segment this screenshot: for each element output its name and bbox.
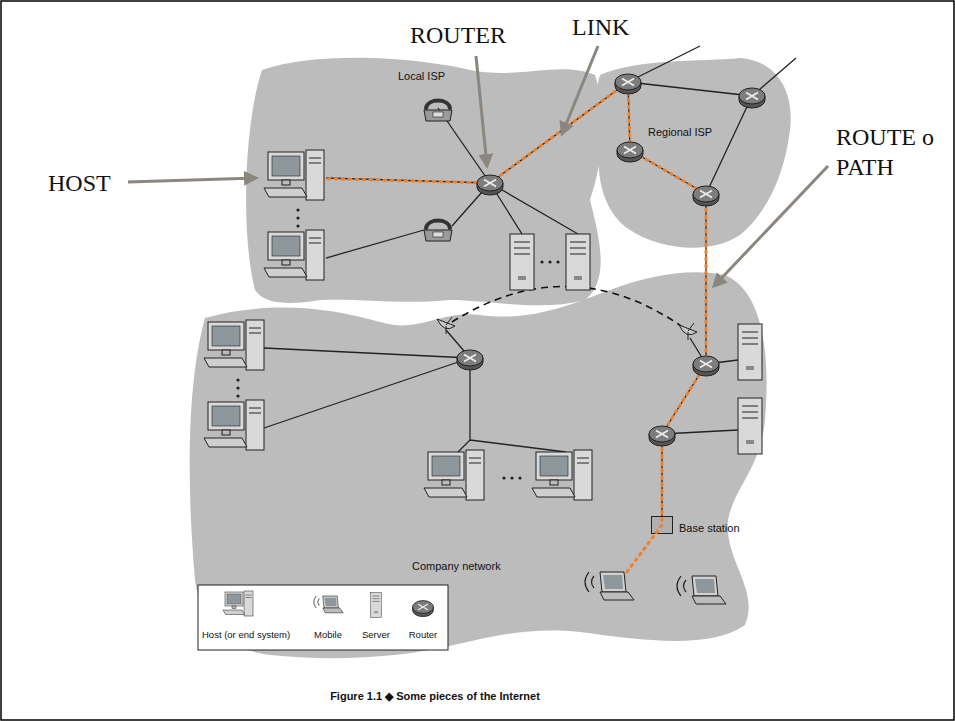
server-icon (510, 234, 534, 290)
legend-item: Router (409, 624, 438, 642)
access-link (326, 183, 490, 258)
figure-caption: Figure 1.1 ◆ Some pieces of the Internet (330, 689, 540, 703)
host-icon (264, 230, 324, 280)
callout-holder: LINK (572, 12, 629, 42)
ellipsis-dots (540, 260, 559, 263)
legend-mobile-icon (314, 596, 343, 613)
callout-holder: ROUTE o PATH (836, 122, 936, 182)
dish-mount (446, 330, 706, 364)
legend-label: Mobile (314, 629, 342, 641)
leader-line (562, 46, 598, 134)
server-icon (738, 324, 762, 380)
region-shape (190, 272, 767, 658)
network-links (264, 46, 796, 516)
leader-line (128, 178, 256, 182)
router-icon (693, 186, 719, 206)
satellite-link (452, 286, 684, 328)
region-label: Company network (412, 560, 501, 573)
laptop-icon (677, 576, 726, 604)
region-label: Local ISP (398, 70, 445, 83)
region-shape (597, 58, 790, 248)
laptop-icon (585, 572, 634, 600)
callout-label: ROUTE o PATH (836, 122, 936, 182)
region-label: Regional ISP (648, 126, 712, 139)
region-label: Base station (679, 522, 740, 535)
host-icon (424, 450, 484, 500)
ellipsis-dots (296, 208, 299, 227)
legend-host-icon (223, 591, 253, 616)
modem-phone (424, 101, 452, 122)
server-icon (738, 398, 762, 454)
callout-holder: HOST (48, 168, 111, 198)
legend-label: Server (362, 629, 390, 641)
callout-label: ROUTER (410, 20, 506, 50)
company-links (264, 348, 566, 452)
router-icon (617, 142, 643, 162)
router-icon (739, 88, 765, 108)
router-icon (649, 426, 675, 446)
server-link (490, 183, 578, 234)
legend-label: Router (409, 629, 438, 641)
host-icon (204, 320, 264, 370)
legend-item: Server (362, 624, 390, 642)
router-icon (477, 175, 503, 195)
callout-label: LINK (572, 12, 629, 42)
legend-box (198, 585, 448, 650)
region-shape (246, 58, 603, 306)
satellite-dish (437, 317, 455, 334)
callout-label: HOST (48, 168, 111, 198)
host-icon (532, 450, 592, 500)
leader-line (714, 166, 828, 286)
leader-line (476, 56, 487, 166)
caption-holder: Figure 1.1 ◆ Some pieces of the Internet (330, 686, 540, 704)
legend-server-icon (371, 592, 382, 617)
legend-item: Host (or end system) (202, 624, 290, 642)
leader-arrows (128, 46, 828, 286)
outgoing-links (628, 46, 796, 96)
server-icon (566, 234, 590, 290)
router-icon (693, 356, 719, 376)
legend-router-icon (413, 601, 434, 617)
route-path (300, 82, 706, 592)
satellite-dish (679, 323, 697, 340)
modem-phone (424, 221, 452, 242)
host-icon (204, 400, 264, 450)
regional-links (628, 82, 752, 364)
legend-item: Mobile (314, 624, 342, 642)
ellipsis-dots (236, 378, 239, 397)
legend-label: Host (or end system) (202, 629, 290, 641)
callout-holder: ROUTER (410, 20, 506, 50)
router-icon (457, 350, 483, 370)
ellipsis-dots (502, 476, 521, 479)
host-icon (264, 150, 324, 200)
router-icon (615, 74, 641, 94)
